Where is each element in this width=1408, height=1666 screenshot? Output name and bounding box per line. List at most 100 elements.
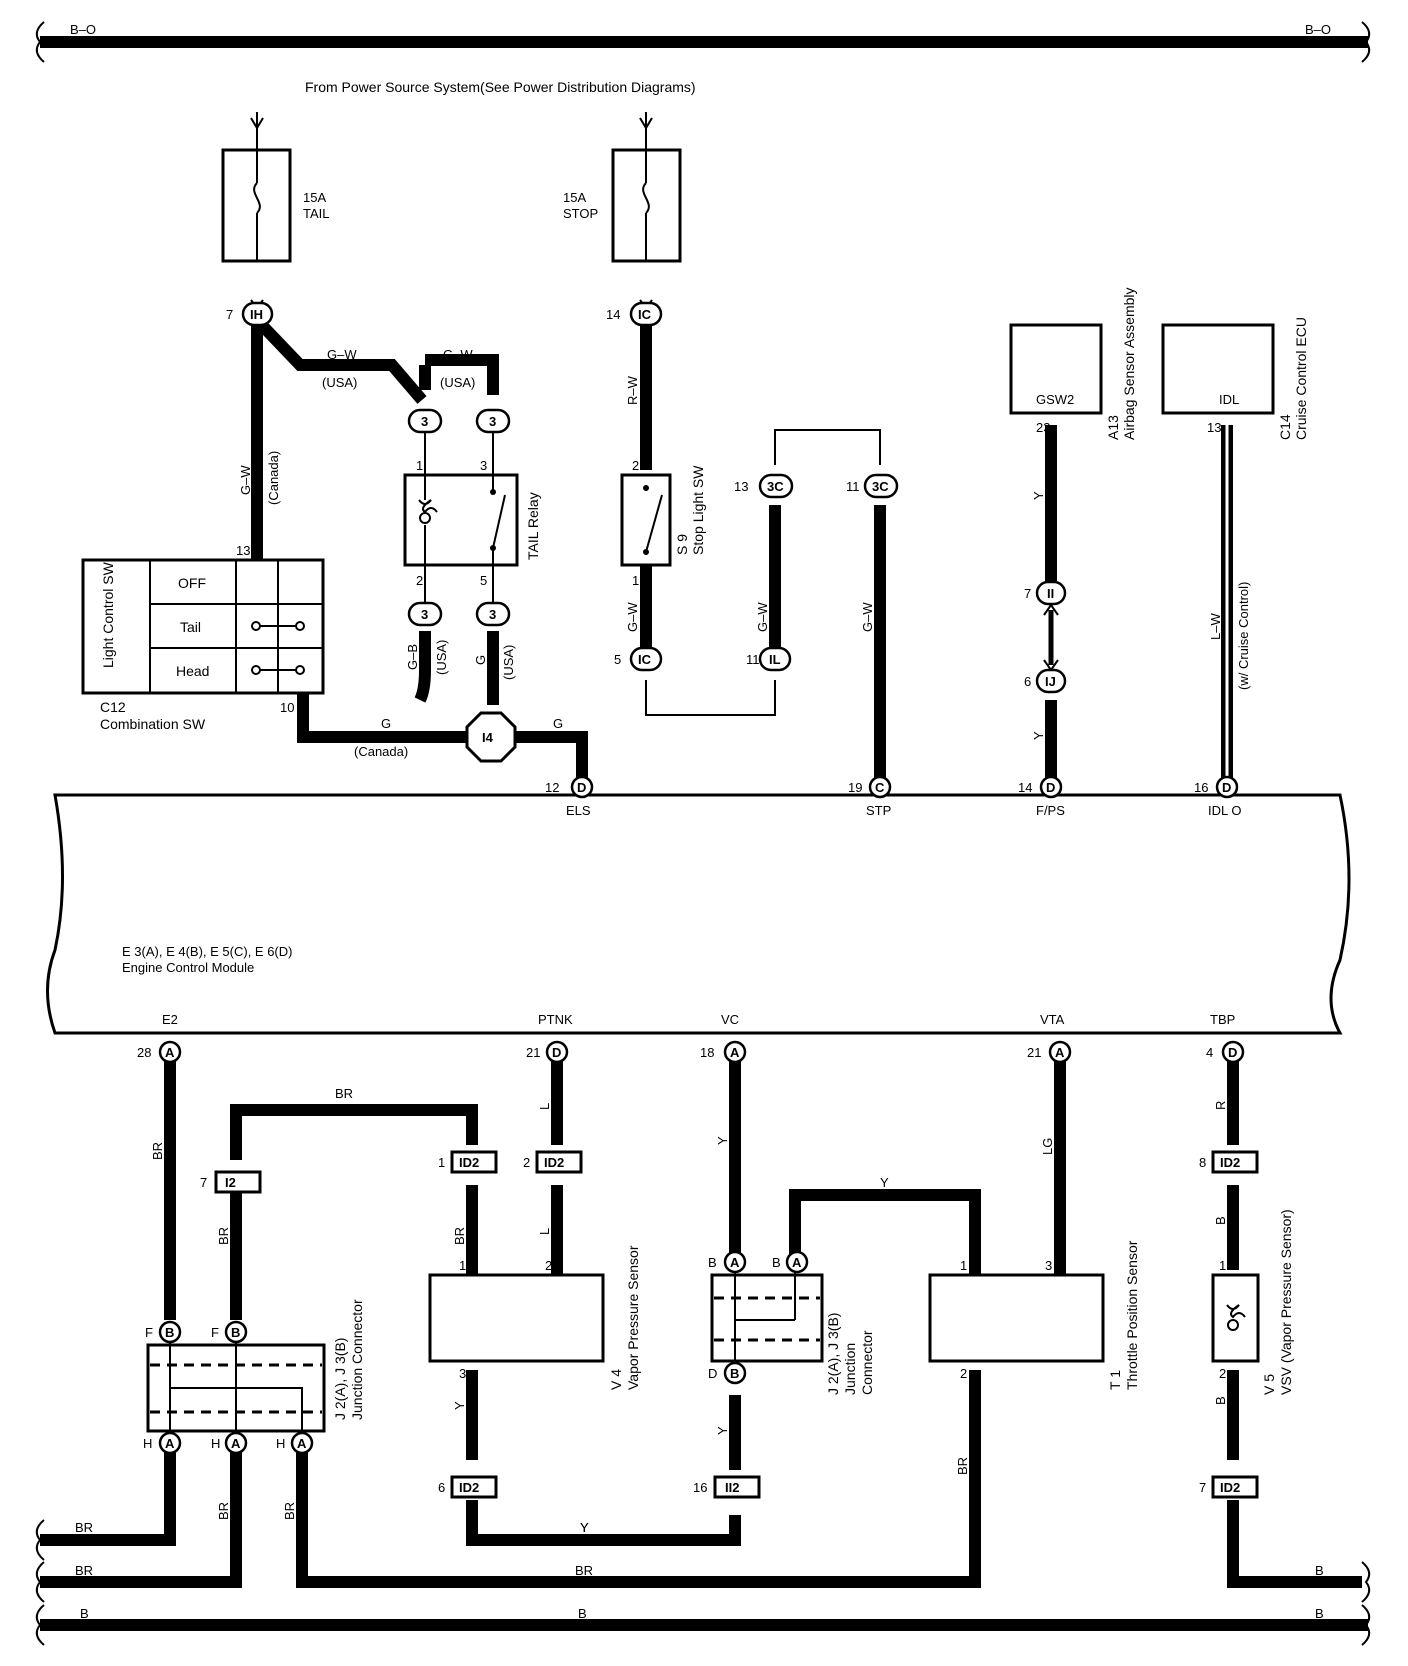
svg-text:A: A — [231, 1436, 241, 1451]
svg-text:VSV (Vapor Pressure Sensor): VSV (Vapor Pressure Sensor) — [1278, 1209, 1294, 1395]
stop-light-sw: 2 1 S 9 Stop Light SW — [620, 458, 706, 588]
svg-text:A: A — [1055, 1045, 1065, 1060]
svg-text:S 9: S 9 — [674, 534, 690, 555]
svg-text:13: 13 — [236, 543, 250, 558]
svg-text:Y: Y — [880, 1175, 889, 1190]
svg-text:4: 4 — [1206, 1045, 1213, 1060]
svg-text:OFF: OFF — [178, 575, 206, 591]
svg-text:T 1: T 1 — [1107, 1370, 1123, 1390]
svg-text:Junction Connector: Junction Connector — [349, 1299, 365, 1420]
svg-text:1: 1 — [1219, 1258, 1226, 1273]
svg-text:3C: 3C — [872, 479, 889, 494]
svg-text:BR: BR — [955, 1457, 970, 1475]
fuse-stop-name: STOP — [563, 206, 598, 221]
svg-text:6: 6 — [1024, 674, 1031, 689]
svg-text:(USA): (USA) — [501, 645, 516, 680]
svg-text:Tail: Tail — [180, 619, 201, 635]
svg-text:2: 2 — [523, 1155, 530, 1170]
bus-top-label-left: B–O — [70, 22, 96, 37]
svg-text:(w/ Cruise Control): (w/ Cruise Control) — [1236, 582, 1251, 690]
svg-text:B: B — [165, 1325, 174, 1340]
svg-text:G–W: G–W — [860, 602, 875, 632]
svg-text:23: 23 — [1036, 420, 1050, 435]
svg-text:14: 14 — [606, 307, 620, 322]
svg-text:2: 2 — [632, 458, 639, 473]
svg-text:Stop Light SW: Stop Light SW — [690, 465, 706, 555]
svg-text:28: 28 — [137, 1045, 151, 1060]
svg-text:E 3(A), E 4(B), E 5(C), E 6(D): E 3(A), E 4(B), E 5(C), E 6(D) — [122, 944, 292, 959]
svg-text:F: F — [211, 1325, 219, 1340]
svg-text:I4: I4 — [482, 730, 494, 745]
svg-text:ID2: ID2 — [1220, 1155, 1240, 1170]
svg-text:F: F — [145, 1325, 153, 1340]
conn-3c-right: 3C 11 — [846, 473, 899, 499]
svg-text:B: B — [708, 1255, 717, 1270]
svg-text:Throttle Position Sensor: Throttle Position Sensor — [1124, 1240, 1140, 1390]
junction-connector-mid: A B A B B D J 2(A), J 3(B) Junction Conn… — [708, 1250, 875, 1395]
svg-text:Y: Y — [580, 1520, 589, 1535]
svg-text:BR: BR — [75, 1563, 93, 1578]
svg-text:B: B — [231, 1325, 240, 1340]
svg-text:10: 10 — [280, 700, 294, 715]
svg-text:(USA): (USA) — [440, 375, 475, 390]
svg-text:Y: Y — [1031, 731, 1046, 740]
svg-text:1: 1 — [960, 1258, 967, 1273]
svg-text:II: II — [1047, 586, 1054, 601]
svg-text:5: 5 — [614, 652, 621, 667]
svg-text:3: 3 — [489, 607, 496, 622]
conn-il: IL 11 — [746, 646, 792, 672]
svg-text:7: 7 — [200, 1175, 207, 1190]
conn-3-left: 3 — [407, 408, 443, 434]
svg-text:6: 6 — [438, 1480, 445, 1495]
svg-text:ID2: ID2 — [459, 1480, 479, 1495]
svg-text:11: 11 — [746, 652, 760, 667]
svg-text:Y: Y — [580, 1520, 589, 1535]
svg-text:D: D — [1228, 1045, 1237, 1060]
svg-text:3: 3 — [459, 1366, 466, 1381]
svg-text:D: D — [1222, 780, 1231, 795]
svg-text:L: L — [537, 1103, 552, 1110]
junction-connector-left: B F B F A H A H A H J 2(A), J 3(B) Junct… — [143, 1299, 365, 1455]
svg-text:ID2: ID2 — [1220, 1480, 1240, 1495]
ecm-top-pins: D 12 C 19 D 14 D 16 — [545, 775, 1239, 799]
svg-text:Engine Control Module: Engine Control Module — [122, 960, 254, 975]
svg-text:IC: IC — [638, 307, 652, 322]
svg-text:I2: I2 — [225, 1175, 236, 1190]
junction-i4: I4 — [465, 711, 517, 763]
svg-text:ID2: ID2 — [459, 1155, 479, 1170]
fuse-stop-amp: 15A — [563, 190, 586, 205]
svg-text:VC: VC — [721, 1012, 739, 1027]
svg-text:Y: Y — [715, 1426, 730, 1435]
svg-text:IH: IH — [250, 307, 263, 322]
svg-text:11: 11 — [846, 479, 860, 494]
svg-text:BR: BR — [216, 1502, 231, 1520]
svg-text:16: 16 — [1194, 780, 1208, 795]
svg-text:BR: BR — [282, 1502, 297, 1520]
lower-wire-labels: BR BR BR BR L L Y Y Y Y Y LG R B B BR BR… — [150, 1086, 1228, 1535]
svg-text:12: 12 — [545, 780, 559, 795]
svg-text:L: L — [537, 1228, 552, 1235]
svg-text:IDL O: IDL O — [1208, 803, 1241, 818]
svg-text:GSW2: GSW2 — [1036, 392, 1074, 407]
svg-text:BR: BR — [216, 1227, 231, 1245]
bus-top-label-right: B–O — [1305, 22, 1331, 37]
svg-text:Head: Head — [176, 663, 209, 679]
svg-text:ELS: ELS — [566, 803, 591, 818]
svg-text:3: 3 — [489, 414, 496, 429]
svg-text:1: 1 — [459, 1258, 466, 1273]
svg-text:A: A — [730, 1255, 740, 1270]
conn-ic-bottom: IC 5 — [614, 646, 663, 672]
fuse-tail-amp: 15A — [303, 190, 326, 205]
svg-text:IC: IC — [638, 652, 652, 667]
svg-text:7: 7 — [1024, 586, 1031, 601]
svg-text:Connector: Connector — [859, 1330, 875, 1395]
svg-text:Airbag Sensor Assembly: Airbag Sensor Assembly — [1121, 287, 1137, 440]
svg-text:3C: 3C — [767, 479, 784, 494]
upper-wires — [251, 315, 1233, 782]
conn-ic-top: IC 14 — [606, 299, 663, 327]
conn-3-right-bottom: 3 — [475, 601, 511, 627]
svg-text:BR: BR — [335, 1086, 353, 1101]
light-sw-title: Light Control SW — [100, 561, 116, 668]
svg-text:ID2: ID2 — [544, 1155, 564, 1170]
svg-text:1: 1 — [438, 1155, 445, 1170]
